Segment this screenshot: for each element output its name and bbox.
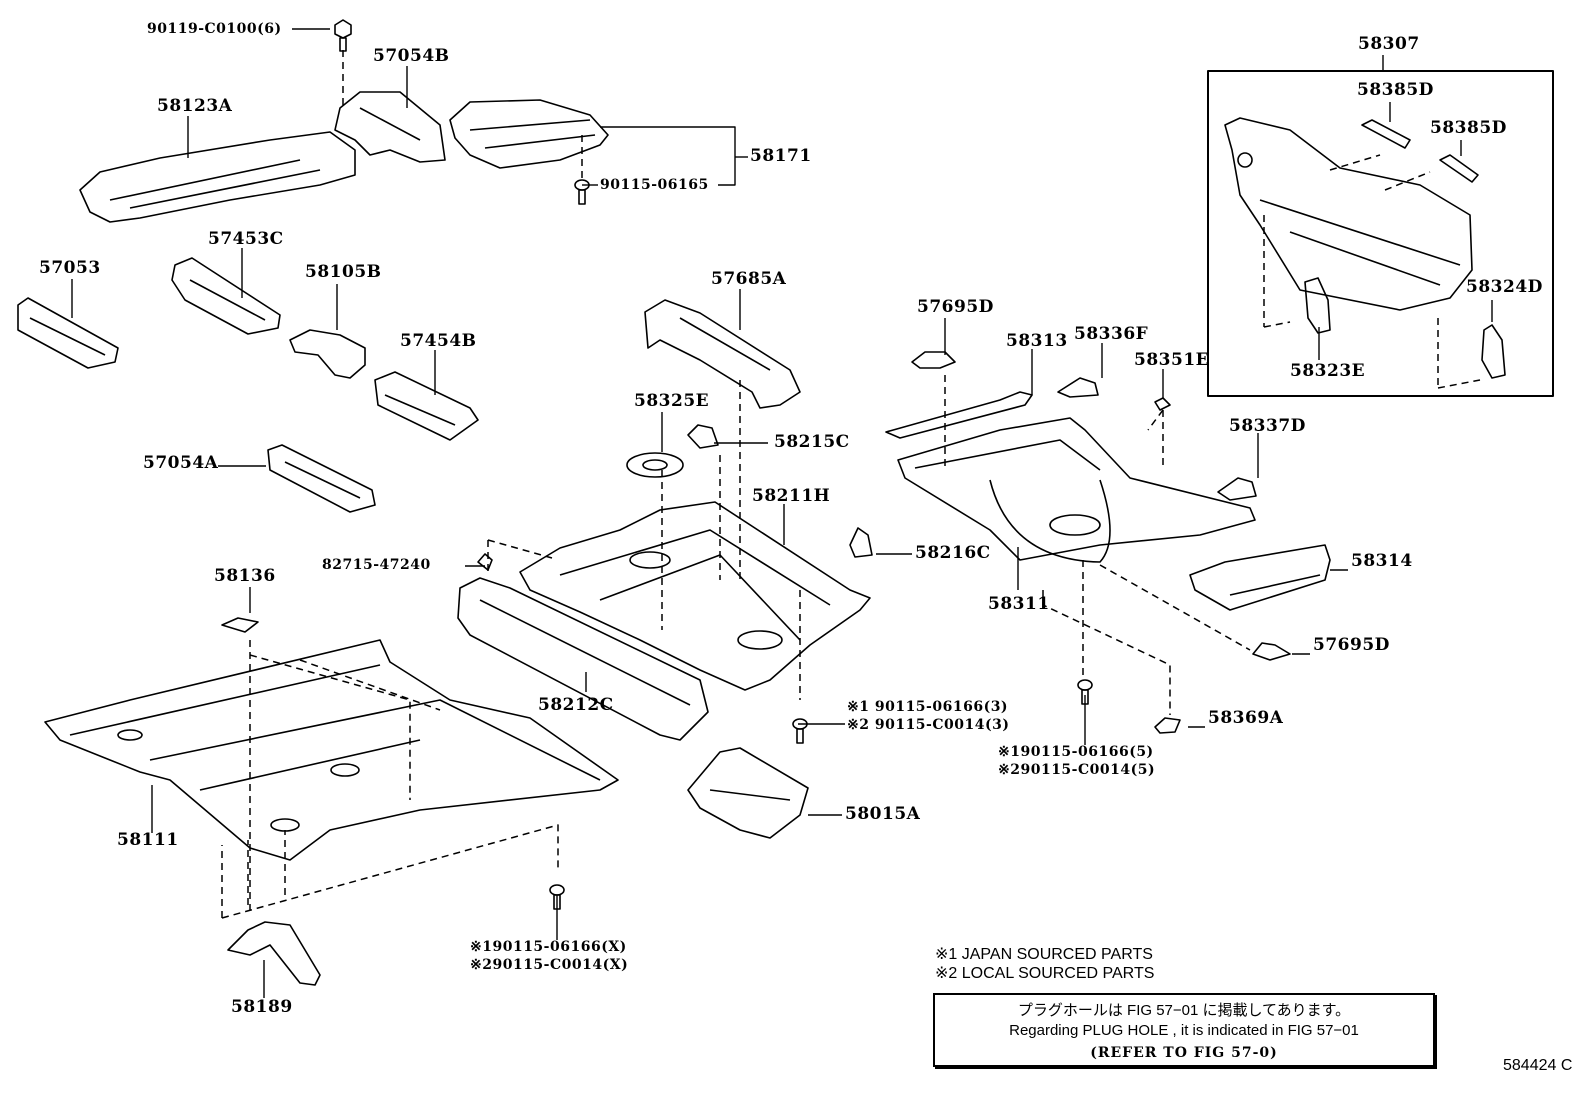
bolt-center-line1[interactable]: ※1 90115-06166(3) [847, 699, 1009, 715]
part-58324d-drawing [1481, 324, 1506, 379]
part-label-58105b[interactable]: 58105B [305, 262, 382, 282]
part-label-58385d-left[interactable]: 58385D [1357, 80, 1434, 100]
bolt-bottom-line1[interactable]: ※190115-06166(X) [470, 939, 627, 955]
part-label-90115-06165[interactable]: 90115-06165 [600, 177, 709, 193]
part-label-57054a[interactable]: 57054A [143, 453, 219, 473]
part-label-58111[interactable]: 58111 [117, 830, 179, 850]
legend-local-sourced: ※2 LOCAL SOURCED PARTS [935, 965, 1155, 982]
part-58369a-drawing [1154, 717, 1181, 734]
part-label-58211h[interactable]: 58211H [752, 486, 831, 506]
part-label-58216c[interactable]: 58216C [915, 543, 991, 563]
part-58189-drawing [227, 921, 321, 986]
leader-lines [71, 28, 1493, 998]
bolt-bottom-line2[interactable]: ※290115-C0014(X) [470, 957, 629, 973]
part-label-58325e[interactable]: 58325E [634, 391, 710, 411]
part-label-58123a[interactable]: 58123A [157, 96, 233, 116]
part-82715-drawing [477, 553, 493, 571]
part-58385d-2-drawing [1439, 154, 1479, 183]
part-label-57054b[interactable]: 57054B [373, 46, 450, 66]
part-label-58351e[interactable]: 58351E [1134, 350, 1210, 370]
part-57685a-drawing [644, 299, 801, 409]
bolt-right-line2[interactable]: ※290115-C0014(5) [998, 762, 1156, 778]
part-label-58324d[interactable]: 58324D [1466, 277, 1543, 297]
part-57695d-2-drawing [1252, 642, 1291, 661]
part-label-57053[interactable]: 57053 [39, 258, 101, 278]
part-label-57685a[interactable]: 57685A [711, 269, 787, 289]
part-label-58337d[interactable]: 58337D [1229, 416, 1306, 436]
info-english-line: Regarding PLUG HOLE , it is indicated in… [1009, 1022, 1359, 1039]
part-58211h-drawing [519, 501, 871, 691]
legend-japan-sourced: ※1 JAPAN SOURCED PARTS [935, 946, 1153, 963]
part-58171-drawing [449, 99, 609, 169]
part-label-57453c[interactable]: 57453C [208, 229, 284, 249]
part-label-58385d-right[interactable]: 58385D [1430, 118, 1507, 138]
part-58313-drawing [885, 391, 1033, 439]
bolt-icon [1077, 679, 1093, 705]
part-label-57695d-bottom[interactable]: 57695D [1313, 635, 1390, 655]
group-58307-frame [1207, 70, 1554, 397]
part-58215c-drawing [687, 424, 719, 449]
part-57054b-drawing [334, 91, 446, 163]
bolt-icons [334, 19, 1093, 910]
part-58307-panel-drawing [1224, 117, 1473, 311]
part-label-58215c[interactable]: 58215C [774, 432, 850, 452]
part-58323e-drawing [1304, 277, 1331, 334]
plug-hole-info-box: プラグホールは FIG 57−01 に掲載してあります。 Regarding P… [933, 993, 1435, 1067]
part-label-58212c[interactable]: 58212C [538, 695, 614, 715]
part-label-58311[interactable]: 58311 [988, 594, 1050, 614]
part-58337d-drawing [1217, 477, 1257, 501]
part-label-57454b[interactable]: 57454B [400, 331, 477, 351]
assembly-dashed-lines [221, 50, 1481, 919]
info-japanese-line: プラグホールは FIG 57−01 に掲載してあります。 [1017, 1002, 1351, 1019]
bolt-right-line1[interactable]: ※190115-06166(5) [998, 744, 1154, 760]
part-label-58015a[interactable]: 58015A [845, 804, 921, 824]
part-58351e-drawing [1154, 397, 1171, 411]
part-label-58314[interactable]: 58314 [1351, 551, 1413, 571]
part-58015a-drawing [687, 747, 809, 839]
part-label-57695d-top[interactable]: 57695D [917, 297, 994, 317]
part-58385d-1-drawing [1361, 119, 1411, 149]
bolt-icon [549, 884, 565, 910]
part-58105b-drawing [289, 329, 366, 379]
part-58136-drawing [221, 617, 259, 633]
part-label-58369a[interactable]: 58369A [1208, 708, 1284, 728]
part-label-90119-c0100[interactable]: 90119-C0100(6) [147, 21, 282, 37]
part-58314-drawing [1189, 544, 1331, 611]
group-label-58307[interactable]: 58307 [1358, 34, 1420, 54]
figure-id: 584424 C [1503, 1057, 1573, 1074]
part-label-58313[interactable]: 58313 [1006, 331, 1068, 351]
part-label-58323e[interactable]: 58323E [1290, 361, 1366, 381]
part-label-58189[interactable]: 58189 [231, 997, 293, 1017]
part-57453c-drawing [171, 257, 281, 335]
bolt-icon [792, 718, 808, 744]
part-57053-drawing [17, 297, 119, 369]
bolt-icon [334, 19, 352, 52]
part-label-58136[interactable]: 58136 [214, 566, 276, 586]
info-refer-link[interactable]: (REFER TO FIG 57-0) [1090, 1045, 1278, 1061]
part-58216c-drawing [849, 527, 873, 558]
part-58325e-drawing [626, 452, 684, 478]
bolt-center-line2[interactable]: ※2 90115-C0014(3) [847, 717, 1010, 733]
part-58212c-drawing [457, 577, 709, 741]
part-57454b-drawing [374, 371, 479, 441]
part-58311-drawing [897, 417, 1256, 563]
part-label-58336f[interactable]: 58336F [1074, 324, 1149, 344]
part-58123a-drawing [79, 131, 356, 223]
bolt-icon [574, 179, 590, 205]
part-label-82715-47240[interactable]: 82715-47240 [322, 557, 431, 573]
part-57695d-1-drawing [911, 351, 956, 369]
part-58111-drawing [44, 639, 619, 861]
part-58336f-drawing [1057, 377, 1099, 398]
part-label-58171[interactable]: 58171 [750, 146, 812, 166]
part-57054a-drawing [267, 444, 376, 513]
